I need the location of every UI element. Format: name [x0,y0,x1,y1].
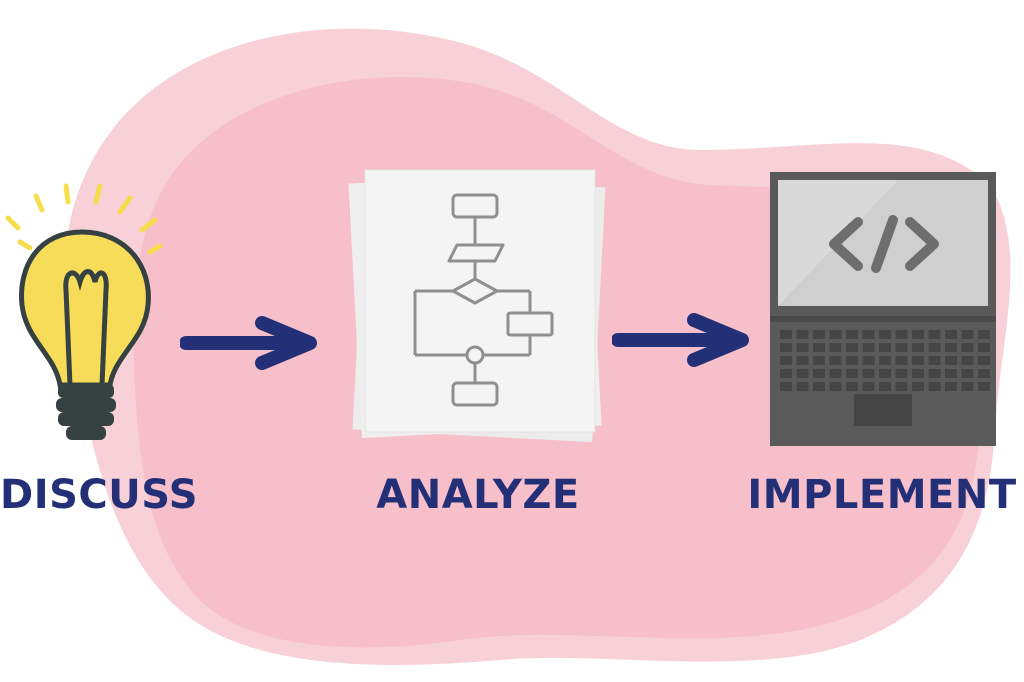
lightbulb-icon [5,183,163,440]
step-label-discuss: DISCUSS [0,472,199,518]
keyboard-key [978,382,990,391]
keyboard-key [780,356,792,365]
keyboard-key [895,356,908,365]
keyboard-key [796,356,809,365]
keyboard-key [928,343,941,352]
keyboard-key [978,343,990,352]
keyboard-key [945,356,957,365]
keyboard-key [796,382,809,391]
keyboard-key [895,330,908,339]
light-rays [5,183,163,255]
keyboard-key [796,369,809,378]
keyboard-key [813,369,825,378]
keyboard-key [945,382,957,391]
keyboard-key [796,343,809,352]
flowchart-document-icon [348,169,606,443]
keyboard-key [945,343,957,352]
flowchart-drawing [413,193,554,407]
step-label-analyze: ANALYZE [376,472,580,518]
keyboard-key [928,356,941,365]
keyboard-key [928,382,941,391]
laptop-hinge [770,316,996,322]
keyboard-key [879,330,891,339]
keyboard-key [879,382,891,391]
keyboard-key [780,382,792,391]
arrow-right-icon [612,313,749,367]
step-label-implement: IMPLEMENT [747,472,1017,518]
keyboard-key [813,330,825,339]
keyboard-key [912,330,924,339]
keyboard-key [780,369,792,378]
keyboard-key [813,356,825,365]
arrow-right-icon [180,316,317,370]
keyboard-key [961,369,974,378]
keyboard-key [829,356,842,365]
keyboard-key [862,356,875,365]
keyboard-key [879,356,891,365]
keyboard-key [862,382,875,391]
keyboard-key [813,343,825,352]
keyboard-key [829,330,842,339]
keyboard-key [912,343,924,352]
keyboard-key [879,343,891,352]
keyboard-key [961,356,974,365]
keyboard-key [961,343,974,352]
keyboard-key [846,369,858,378]
keyboard-key [780,343,792,352]
laptop-code-icon [770,172,996,446]
trackpad [854,394,912,426]
keyboard-key [862,330,875,339]
keyboard-key [912,356,924,365]
keyboard-key [895,382,908,391]
keyboard-key [912,382,924,391]
keyboard-key [978,330,990,339]
keyboard-key [829,369,842,378]
keyboard-key [879,369,891,378]
keyboard-key [862,343,875,352]
keyboard-key [978,356,990,365]
keyboard-key [846,343,858,352]
keyboard-key [780,330,792,339]
bulb-filament [63,269,109,388]
keyboard-key [961,382,974,391]
keyboard-key [961,330,974,339]
keyboard-key [895,343,908,352]
keyboard-key [912,369,924,378]
keyboard-key [813,382,825,391]
keyboard-key [895,369,908,378]
keyboard-key [846,382,858,391]
code-symbol-icon [829,215,939,273]
keyboard-key [978,369,990,378]
keyboard-key [945,330,957,339]
bulb-base [56,384,116,440]
keyboard-key [862,369,875,378]
keyboard-key [846,330,858,339]
keyboard-key [796,330,809,339]
keyboard-key [928,330,941,339]
bulb-glass [19,229,151,388]
paper-stack [348,169,606,443]
keyboard-key [829,343,842,352]
keyboard [780,330,990,391]
keyboard-key [846,356,858,365]
keyboard-key [928,369,941,378]
keyboard-key [829,382,842,391]
keyboard-key [945,369,957,378]
